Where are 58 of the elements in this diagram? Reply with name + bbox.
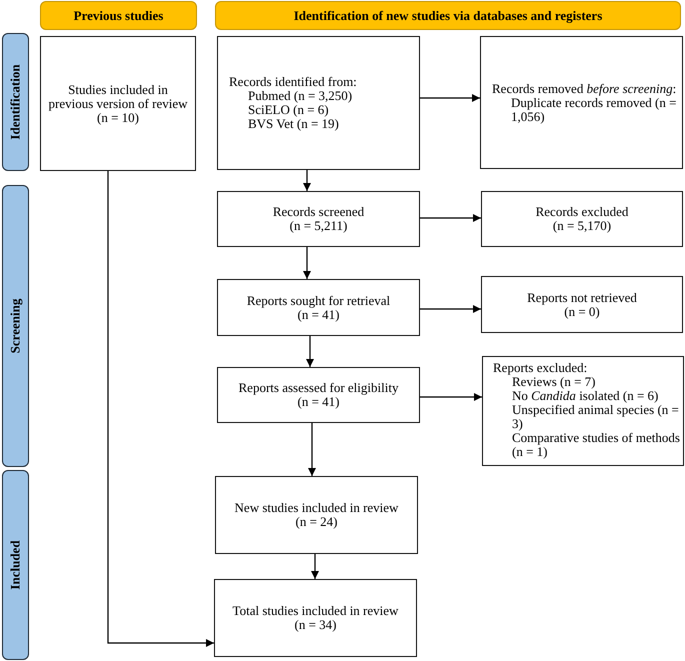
count-text: (n = 5,211): [290, 219, 348, 233]
flow-arrow: [420, 305, 481, 313]
box-text: Records excluded: [536, 205, 628, 219]
list-item: Unspecified animal species (n = 3): [512, 403, 680, 431]
phase-band: [2, 33, 29, 171]
box-text: Total studies included in review: [232, 604, 398, 618]
phase-band: [2, 185, 29, 467]
count-text: (n = 0): [564, 304, 600, 318]
exclusion-box: [481, 276, 683, 333]
box-heading: Records identified from:: [229, 75, 357, 89]
process-box: [215, 476, 418, 554]
count-text: (n = 41): [298, 308, 340, 322]
flow-arrow: [308, 423, 316, 476]
flow-arrow: [420, 393, 482, 401]
box-text: Records screened: [272, 205, 364, 219]
exclusion-box: [480, 36, 683, 169]
count-text: (n = 24): [296, 515, 338, 529]
list-item: Duplicate records removed (n = 1,056): [511, 96, 678, 124]
phase-label: Screening: [8, 298, 22, 354]
section-header: [40, 1, 197, 30]
process-box: [217, 367, 420, 423]
count-text: (n = 41): [298, 395, 340, 409]
phase-band: [2, 470, 29, 660]
list-item: Reviews (n = 7): [512, 375, 596, 389]
phase-label: Included: [8, 540, 22, 590]
count-text: (n = 5,170): [552, 219, 612, 233]
box-heading: Records removed before screening:: [492, 82, 676, 96]
process-box: [217, 36, 420, 170]
exclusion-box: [482, 356, 684, 466]
phase-label: Identification: [8, 64, 22, 140]
list-item: SciELO (n = 6): [248, 103, 329, 117]
count-text: (n = 34): [294, 618, 336, 632]
list-item: Pubmed (n = 3,250): [248, 89, 352, 103]
list-item: Comparative studies of methods (n = 1): [512, 431, 681, 459]
flow-arrow: [420, 214, 481, 222]
header-label: Previous studies: [74, 8, 164, 22]
exclusion-box: [481, 191, 683, 247]
box-text: Reports sought for retrieval: [246, 294, 390, 308]
flow-arrow: [303, 247, 311, 279]
process-box: [217, 191, 420, 247]
box-text: New studies included in review: [234, 501, 398, 515]
process-box: [40, 36, 196, 171]
elbow-arrow: [107, 171, 214, 647]
process-box: [217, 279, 420, 336]
flow-arrow: [306, 336, 314, 367]
box-text: Studies included in previous version of review: [48, 82, 188, 110]
list-item: BVS Vet (n = 19): [248, 117, 339, 131]
box-heading: Reports excluded:: [493, 361, 588, 375]
count-text: (n = 10): [97, 110, 139, 124]
section-header: [215, 1, 681, 30]
list-item: No Candida isolated (n = 6): [512, 389, 658, 403]
box-text: Reports not retrieved: [527, 290, 637, 304]
process-box: [214, 579, 417, 657]
flow-arrow: [311, 554, 319, 579]
box-text: Reports assessed for eligibility: [238, 381, 398, 395]
flow-arrow: [420, 94, 480, 102]
flow-arrow: [303, 170, 311, 191]
header-label: Identification of new studies via databases and registers: [294, 8, 602, 22]
